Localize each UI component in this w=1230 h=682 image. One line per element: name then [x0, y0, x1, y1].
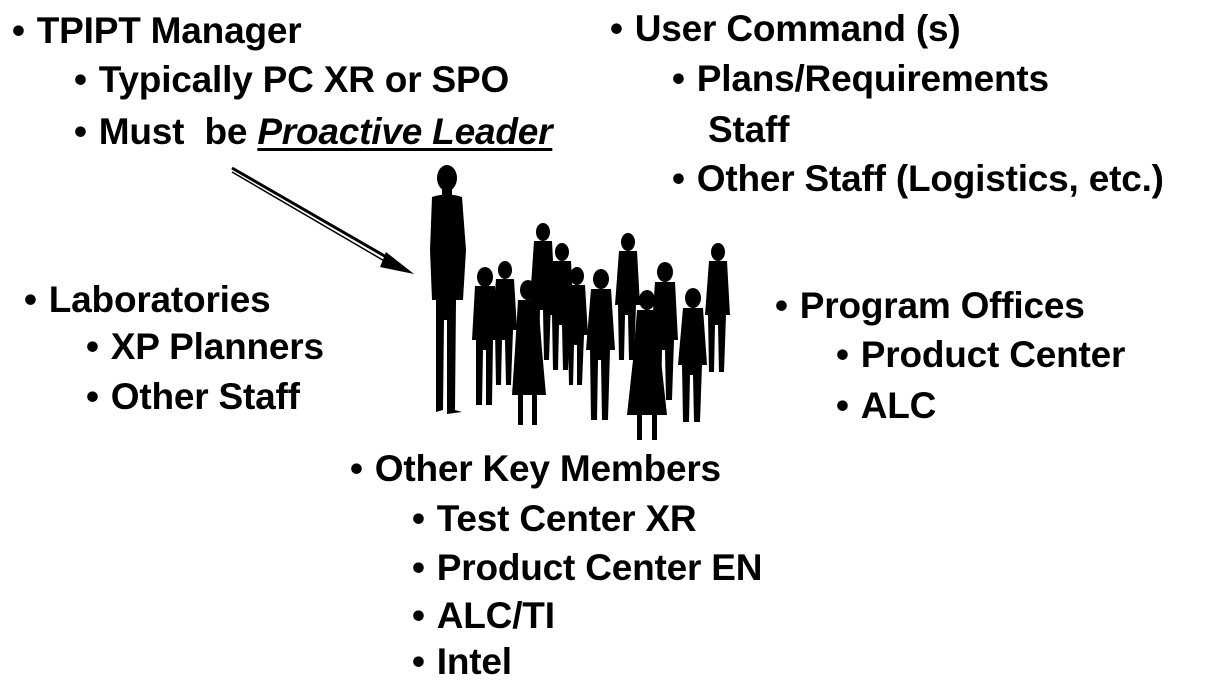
bullet-icon: •	[412, 547, 425, 588]
bullet-icon: •	[775, 285, 788, 326]
bullet-icon: •	[12, 10, 25, 51]
bullet-icon: •	[412, 595, 425, 636]
bullet-icon: •	[86, 326, 99, 367]
laboratories-item: •Other Staff	[86, 376, 300, 417]
leader-emphasis: Proactive Leader	[257, 111, 553, 152]
bullet-icon: •	[610, 8, 623, 49]
tpipt-manager-heading: •TPIPT Manager	[12, 10, 302, 51]
other-key-members-item: •Product Center EN	[412, 547, 763, 588]
bullet-icon: •	[74, 111, 87, 152]
other-key-members-heading: •Other Key Members	[350, 448, 721, 489]
bullet-icon: •	[836, 334, 849, 375]
bullet-icon: •	[412, 641, 425, 682]
bullet-icon: •	[672, 58, 685, 99]
tpipt-manager-item: •Typically PC XR or SPO	[74, 59, 510, 100]
bullet-icon: •	[350, 448, 363, 489]
laboratories-item: •XP Planners	[86, 326, 324, 367]
bullet-icon: •	[86, 376, 99, 417]
user-command-item: •Plans/Requirements	[672, 58, 1049, 99]
bullet-icon: •	[412, 498, 425, 539]
user-command-item: •Other Staff (Logistics, etc.)	[672, 158, 1164, 199]
crowd-silhouettes	[472, 223, 730, 440]
bullet-icon: •	[672, 158, 685, 199]
bullet-icon: •	[24, 279, 37, 320]
other-key-members-item: •ALC/TI	[412, 595, 555, 636]
bullet-icon: •	[836, 385, 849, 426]
user-command-item-continued: Staff	[708, 109, 790, 150]
laboratories-heading: •Laboratories	[24, 279, 271, 320]
program-offices-item: •ALC	[836, 385, 937, 426]
tpipt-manager-leader-item: • Must be Proactive Leader	[74, 111, 553, 152]
leader-silhouette	[430, 165, 466, 414]
program-offices-heading: •Program Offices	[775, 285, 1085, 326]
program-offices-item: •Product Center	[836, 334, 1126, 375]
other-key-members-item: •Test Center XR	[412, 498, 697, 539]
bullet-icon: •	[74, 59, 87, 100]
other-key-members-item: •Intel	[412, 641, 512, 682]
user-command-heading: •User Command (s)	[610, 8, 961, 49]
leader-prefix: Must be	[98, 111, 258, 152]
